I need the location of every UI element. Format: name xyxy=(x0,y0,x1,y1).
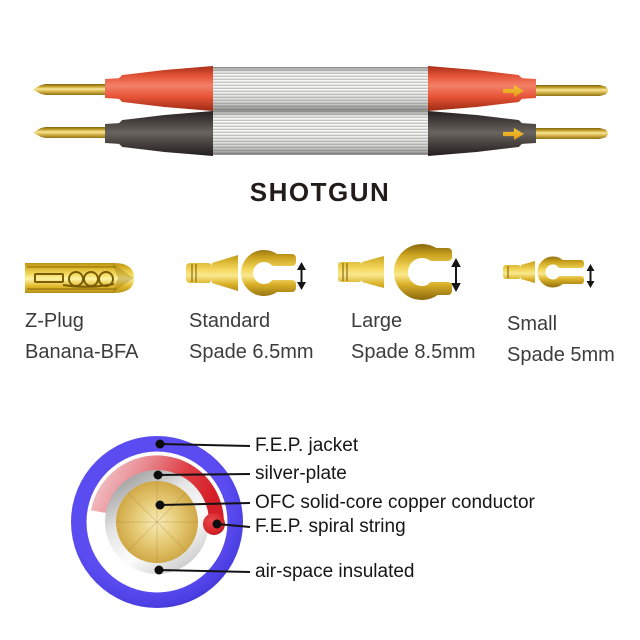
page-title: SHOTGUN xyxy=(249,177,391,207)
connector-name: Large xyxy=(351,310,403,332)
callout-label-copper-conductor: OFC solid-core copper conductor xyxy=(255,492,535,513)
connector-name: Small xyxy=(507,313,558,335)
callout-label-fep-jacket: F.E.P. jacket xyxy=(255,435,359,456)
connector-label-zplug: Z-Plug Banana-BFA xyxy=(25,306,138,368)
size-arrow-icon xyxy=(297,262,306,290)
connector-label-large: Large Spade 8.5mm xyxy=(351,306,476,368)
connector-spec: Spade 6.5mm xyxy=(189,341,314,363)
connector-name: Z-Plug xyxy=(25,310,84,332)
connector-spec: Spade 5mm xyxy=(507,344,615,366)
size-arrow-icon xyxy=(451,258,461,292)
callout-dots xyxy=(153,439,222,575)
banana-pin-icon xyxy=(533,128,608,139)
cable-illustration xyxy=(0,0,640,170)
spade-standard-icon xyxy=(186,250,296,296)
banana-plug-icon xyxy=(25,263,134,293)
spade-large-icon xyxy=(338,244,452,300)
banana-pin-icon xyxy=(533,85,608,96)
banana-pin-icon xyxy=(33,84,110,95)
callout-label-spiral-string: F.E.P. spiral string xyxy=(255,516,406,537)
connector-spec: Spade 8.5mm xyxy=(351,341,476,363)
size-arrow-icon xyxy=(586,264,595,288)
connector-label-small: Small Spade 5mm xyxy=(507,309,615,371)
cable-cross-section-diagram xyxy=(71,436,251,608)
copper-conductor-core xyxy=(116,481,198,563)
fep-spiral-band xyxy=(91,455,224,528)
callout-label-silver-plate: silver-plate xyxy=(255,463,347,484)
connector-spec: Banana-BFA xyxy=(25,341,139,363)
braided-cable-bottom xyxy=(212,111,428,155)
banana-pin-icon xyxy=(33,127,110,138)
callout-lines xyxy=(157,443,251,573)
callout-label-air-space: air-space insulated xyxy=(255,561,415,582)
connector-label-standard: Standard Spade 6.5mm xyxy=(189,306,314,368)
plug-boot-red-left xyxy=(105,66,213,111)
connector-name: Standard xyxy=(189,310,271,332)
plug-boot-black-left xyxy=(105,111,213,156)
braided-cable-top xyxy=(212,67,428,111)
spade-small-icon xyxy=(503,256,584,288)
